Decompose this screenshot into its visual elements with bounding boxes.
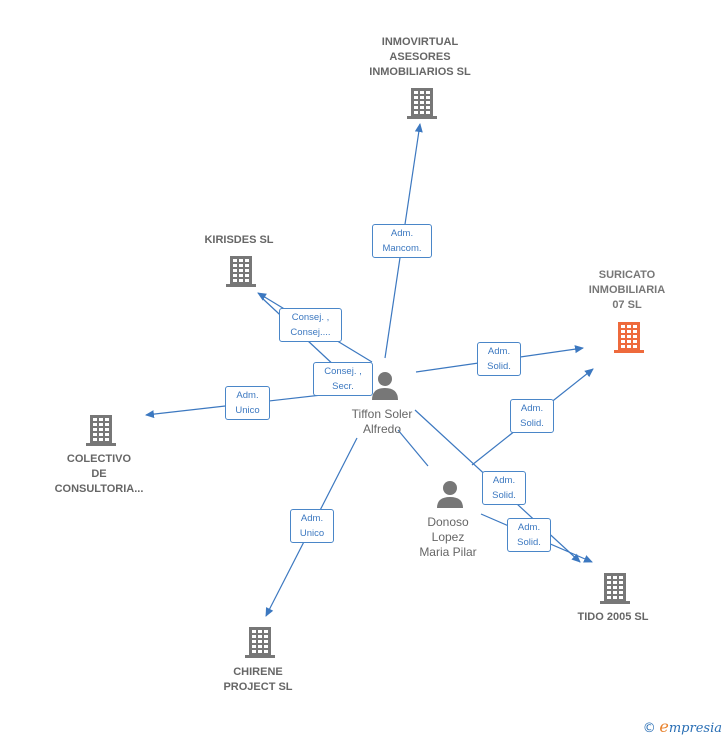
relation-label[interactable]: Adm.Solid. <box>482 471 526 505</box>
relation-label[interactable]: Adm.Solid. <box>510 399 554 433</box>
relation-label[interactable]: Adm.Unico <box>225 386 270 420</box>
person-icon <box>372 372 398 400</box>
building-icon[interactable] <box>614 322 644 353</box>
building-icon[interactable] <box>600 573 630 604</box>
brand-initial: e <box>659 717 669 736</box>
relation-label[interactable]: Adm.Solid. <box>477 342 521 376</box>
building-icon[interactable] <box>245 627 275 658</box>
relation-label[interactable]: Consej. ,Consej.... <box>279 308 342 342</box>
relation-label[interactable]: Adm.Mancom. <box>372 224 432 258</box>
building-icon[interactable] <box>226 256 256 287</box>
person-icon <box>437 481 463 508</box>
company-kirisdes[interactable]: KIRISDES SL <box>204 234 274 246</box>
relation-label[interactable]: Adm.Solid. <box>507 518 551 552</box>
relation-label[interactable]: Adm.Unico <box>290 509 334 543</box>
relation-label[interactable]: Consej. ,Secr. <box>313 362 373 396</box>
building-icon[interactable] <box>407 88 437 119</box>
brand-name: mpresia <box>668 721 722 736</box>
edge-tiffon-donoso <box>397 429 429 467</box>
brand-logo: © empresia <box>643 717 722 736</box>
copyright-symbol: © <box>642 721 656 736</box>
company-tido[interactable]: TIDO 2005 SL <box>577 611 649 623</box>
building-icon[interactable] <box>86 415 116 446</box>
